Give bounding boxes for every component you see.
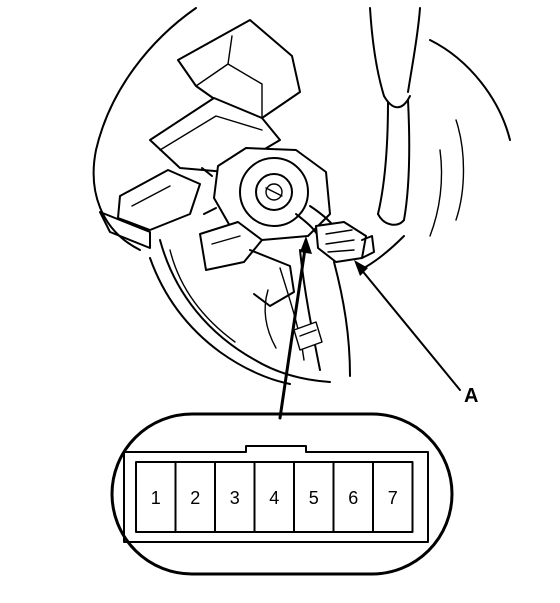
- terminal-number: 7: [388, 488, 398, 508]
- terminal-cell-3: 3: [214, 461, 256, 533]
- leader-line-a: [354, 260, 461, 391]
- leader-line-to-connector-view: [278, 236, 312, 420]
- terminal-number: 6: [348, 488, 358, 508]
- connector-face-view: 1 2 3 4 5 6 7: [110, 412, 454, 576]
- terminal-cell-2: 2: [174, 461, 216, 533]
- terminal-cell-1: 1: [135, 461, 177, 533]
- terminal-number: 2: [190, 488, 200, 508]
- callout-label-a: A: [464, 385, 478, 407]
- key-cylinder: [201, 147, 331, 241]
- terminal-cell-6: 6: [332, 461, 374, 533]
- connector-a-illustration: [315, 221, 375, 263]
- terminal-number: 5: [309, 488, 319, 508]
- steering-column-illustration: [92, 7, 511, 385]
- terminal-cell-5: 5: [293, 461, 335, 533]
- terminal-number: 1: [151, 488, 161, 508]
- terminal-number: 3: [230, 488, 240, 508]
- terminal-cell-4: 4: [253, 461, 295, 533]
- terminal-number: 4: [269, 488, 279, 508]
- terminal-cell-7: 7: [372, 461, 414, 533]
